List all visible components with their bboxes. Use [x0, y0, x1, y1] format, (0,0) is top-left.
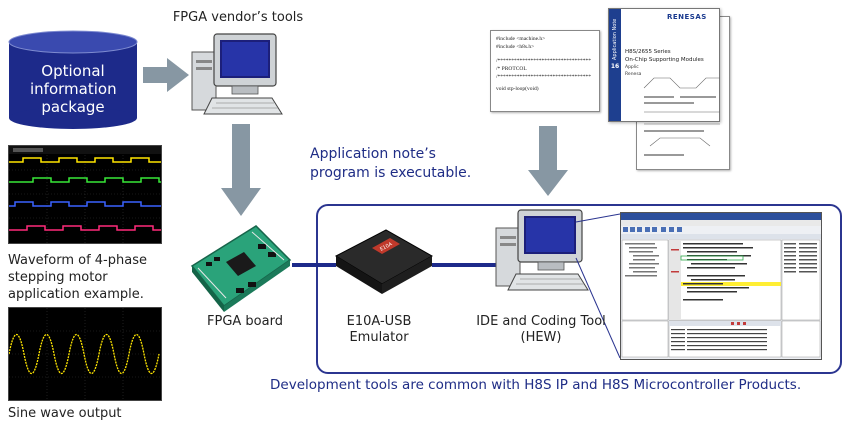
cable-emulator-to-pc: [432, 263, 496, 267]
app-note-diagram-lines: [643, 77, 720, 156]
hew-ide-screenshot: [620, 212, 822, 360]
ide-computer-icon: [495, 209, 589, 291]
code-line-3: /* PROTCOL: [496, 66, 527, 72]
app-note-side-label: Application Note: [612, 18, 618, 60]
cylinder-label: Optional information package: [30, 62, 117, 116]
app-note-line-1: Applic: [625, 65, 639, 70]
emulator-brand-text: E10A: [379, 241, 394, 253]
code-line-1: #include <machine.h>: [496, 36, 546, 42]
optional-package-cylinder: Optional information package: [8, 30, 138, 130]
stepping-motor-waveform-image: [8, 145, 162, 244]
app-note-side-bar: [609, 9, 621, 121]
cylinder-shape: [8, 30, 138, 129]
fpga-board-image: [190, 225, 292, 312]
sine-wave-image: [8, 307, 162, 401]
app-note-executable-label: Application note’s program is executable…: [310, 146, 472, 181]
footer-note: Development tools are common with H8S IP…: [270, 377, 802, 393]
app-note-tab-number: 16: [610, 63, 620, 70]
fpga-board-label: FPGA board: [207, 314, 283, 329]
emulator-label: E10A-USB Emulator: [346, 314, 412, 345]
app-note-line-2: Renesa: [625, 72, 642, 77]
app-note-title: H8S/2655 Series: [625, 49, 671, 55]
waveform-caption: Waveform of 4-phase stepping motor appli…: [8, 253, 147, 302]
e10a-emulator-image: E10A: [334, 229, 434, 294]
callout-lines: [575, 213, 621, 359]
development-tools-box: [316, 204, 842, 374]
arrow-docs-to-ide: [528, 126, 568, 196]
code-document: #include <machine.h> #include <h8s.h> /*…: [490, 30, 600, 112]
code-stars-2: /**********************************: [496, 74, 592, 80]
app-note-subtitle: On-Chip Supporting Modules: [625, 57, 704, 63]
ide-label: IDE and Coding Tool (HEW): [476, 314, 606, 345]
sine-wave-caption: Sine wave output: [8, 406, 122, 421]
code-line-2: #include <h8s.h>: [496, 44, 535, 50]
fpga-tools-computer-icon: [191, 33, 283, 115]
fpga-tools-label: FPGA vendor’s tools: [172, 10, 304, 25]
code-line-4: void stp-loop(void): [496, 86, 539, 92]
arrow-tools-to-board: [221, 124, 261, 216]
cable-board-to-emulator: [292, 263, 336, 267]
arrow-package-to-tools: [143, 58, 189, 92]
code-stars-1: /**********************************: [496, 58, 592, 64]
renesas-logo: RENESAS: [667, 13, 707, 21]
